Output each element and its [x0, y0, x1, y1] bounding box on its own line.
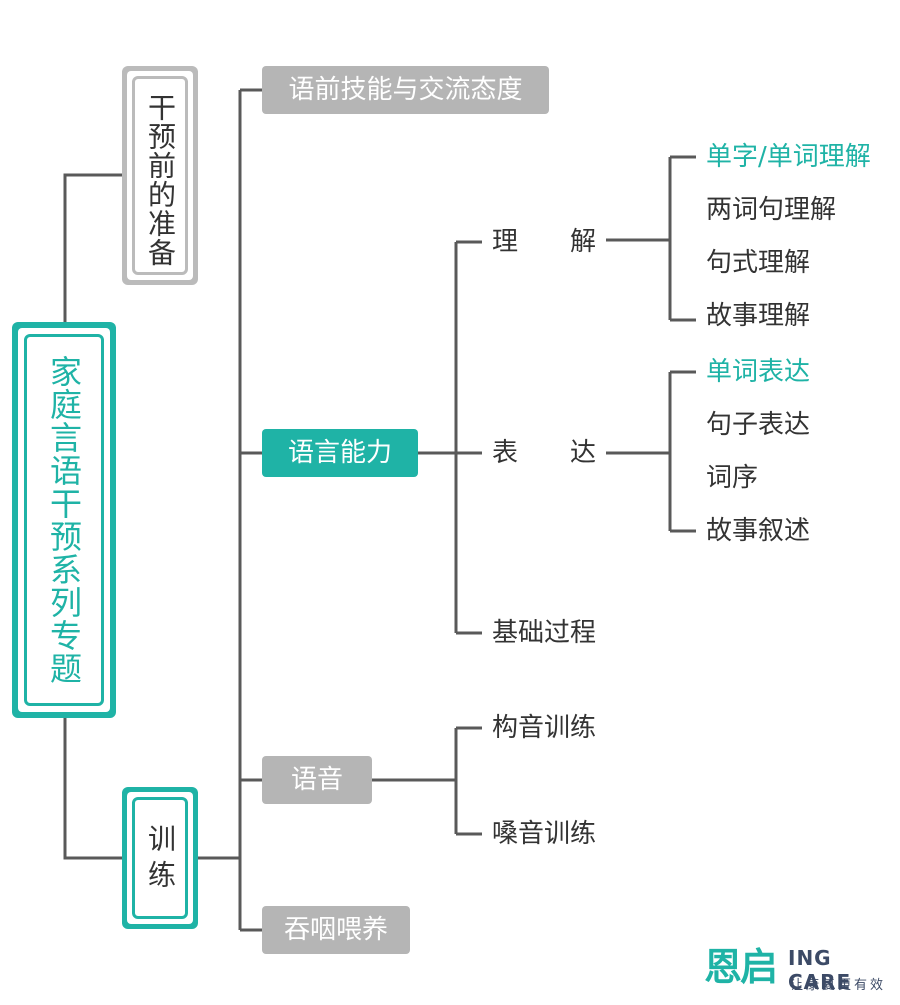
leaf-story-narration[interactable]: 故事叙述	[706, 516, 811, 546]
root-title: 家庭言语干预系列专题	[45, 355, 83, 685]
training-title: 训练	[144, 824, 177, 896]
leaf-two-word-comprehension[interactable]: 两词句理解	[706, 195, 837, 225]
comprehension-node[interactable]: 理 解	[492, 227, 597, 257]
logo-slogan: 让康复更有效	[790, 978, 887, 993]
articulation-training-node[interactable]: 构音训练	[492, 713, 597, 743]
leaf-word-expression[interactable]: 单词表达	[706, 357, 811, 387]
expression-node[interactable]: 表 达	[492, 438, 597, 468]
language-ability-node[interactable]: 语言能力	[262, 429, 418, 477]
leaf-word-order[interactable]: 词序	[706, 463, 759, 493]
brand-logo: 恩启 ING CARE 让康复更有效	[704, 942, 894, 998]
prep-title: 干预前的准备	[144, 93, 177, 267]
voice-training-node[interactable]: 嗓音训练	[492, 819, 597, 849]
leaf-story-comprehension[interactable]: 故事理解	[706, 301, 811, 331]
leaf-sentence-pattern-comprehension[interactable]: 句式理解	[706, 248, 811, 278]
prep-node[interactable]: 干预前的准备	[122, 66, 198, 285]
logo-mark: 恩启	[704, 945, 778, 989]
root-node[interactable]: 家庭言语干预系列专题	[12, 322, 116, 718]
phonetics-node[interactable]: 语音	[262, 756, 372, 804]
leaf-single-word-comprehension[interactable]: 单字/单词理解	[706, 142, 871, 172]
training-node[interactable]: 训练	[122, 787, 198, 929]
prelinguistic-skills-node[interactable]: 语前技能与交流态度	[262, 66, 549, 114]
basic-process-node[interactable]: 基础过程	[492, 618, 597, 648]
leaf-sentence-expression[interactable]: 句子表达	[706, 410, 811, 440]
swallowing-feeding-node[interactable]: 吞咽喂养	[262, 906, 410, 954]
logo-brand-text: ING CARE	[788, 946, 852, 994]
